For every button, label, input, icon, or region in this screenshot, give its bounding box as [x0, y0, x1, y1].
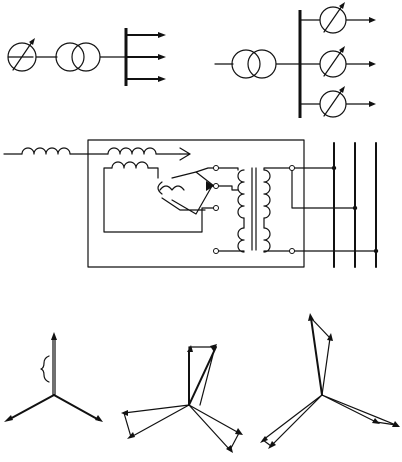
regulator-symbol — [7, 38, 37, 72]
phasor-arrow-icon — [268, 441, 276, 449]
terminal — [213, 248, 219, 254]
feeder-regulator-3 — [299, 86, 376, 118]
terminal — [289, 248, 295, 254]
winding-lead — [103, 167, 217, 233]
transformer-symbol — [231, 49, 277, 79]
phasor-a-resultant — [188, 346, 217, 406]
phasor-b-link — [262, 439, 272, 447]
arrowhead-icon — [339, 46, 345, 53]
regulator-arrow-icon — [323, 89, 343, 117]
series-coil-icon — [21, 147, 71, 155]
transformer-winding-1 — [55, 42, 85, 72]
secondary-winding-icon — [263, 169, 271, 219]
feeder-regulator-2 — [299, 46, 376, 78]
phasor-a-link — [310, 317, 331, 339]
phasor-c-shifted — [188, 404, 231, 451]
regulator-schematic — [3, 139, 379, 268]
transformer-winding-1 — [231, 49, 261, 79]
output-lead — [291, 170, 356, 209]
regulator-enclosure — [87, 139, 305, 268]
phasor-diagram-1 — [4, 332, 103, 422]
feeder-arrow-icon — [369, 101, 376, 107]
series-winding-icon — [107, 147, 157, 155]
phasor-c-link — [375, 421, 397, 426]
phasor-b-shifted — [130, 404, 190, 438]
phasor-b — [123, 404, 190, 414]
transformer-symbol — [55, 42, 101, 72]
regulator-arrow-icon — [323, 49, 343, 77]
primary-winding-icon — [237, 169, 245, 219]
primary-winding-icon — [237, 227, 245, 253]
regulator-arrow-icon — [12, 41, 33, 71]
terminal — [213, 165, 219, 171]
feeder-arrow-icon — [158, 54, 166, 60]
arrowhead-icon — [339, 2, 345, 9]
phasor-b — [7, 394, 55, 421]
winding-lead — [147, 167, 159, 179]
phasor-a-shifted — [321, 337, 331, 396]
rotor-lead — [161, 197, 206, 211]
feeder-arrow-icon — [158, 32, 166, 38]
top-right-one-line — [214, 2, 376, 118]
terminal — [289, 165, 295, 171]
secondary-winding-icon — [263, 227, 271, 253]
phasor-c — [188, 404, 240, 434]
phasor-arrow-icon — [210, 344, 217, 352]
phasor-diagram-3 — [260, 313, 400, 449]
regulation-range-brace — [40, 355, 50, 383]
phasor-arrow-icon — [327, 333, 333, 341]
phasor-c — [53, 394, 100, 421]
rotor-coil-icon — [157, 181, 163, 195]
phasor-b-link — [123, 412, 132, 438]
phasor-b — [262, 394, 323, 441]
feeder-arrow-icon — [369, 61, 376, 67]
winding-lead — [195, 167, 217, 173]
feeder-regulator-1 — [299, 2, 376, 34]
phasor-diagram-2 — [121, 344, 243, 453]
phasor-arrow-icon — [51, 332, 57, 340]
phasor-arrow-icon — [187, 345, 193, 352]
phasor-c — [321, 394, 397, 426]
rotor-lead — [171, 185, 213, 215]
top-left-one-line — [7, 28, 166, 86]
winding-lead — [263, 167, 290, 171]
winding-lead — [263, 250, 290, 253]
transformer-winding-2 — [247, 49, 277, 79]
phasor-c-link — [229, 432, 240, 451]
winding-lead — [218, 167, 239, 171]
exciting-winding-icon — [111, 161, 149, 169]
phasor-a — [310, 317, 323, 396]
phasor-c-shifted — [321, 394, 377, 423]
phasor-arrow-icon — [372, 418, 380, 424]
terminal — [213, 205, 219, 211]
phasor-arrow-icon — [95, 415, 103, 422]
terminal — [213, 183, 219, 189]
feeder-arrow-icon — [158, 76, 166, 82]
arrowhead-icon — [339, 86, 345, 93]
rotor-arrow-icon — [206, 181, 214, 191]
arrowhead-icon — [29, 38, 35, 45]
phasor-b-shifted — [270, 394, 323, 447]
winding-lead — [218, 185, 239, 191]
outgoing-feeders — [125, 32, 166, 82]
rotor-coil-icon — [159, 185, 185, 191]
phasor-arrow-icon — [235, 428, 243, 435]
transformer-winding-2 — [71, 42, 101, 72]
phasor-arrow-icon — [4, 415, 13, 422]
phasor-arrow-icon — [392, 421, 400, 427]
regulator-arrow-icon — [323, 5, 343, 33]
feeder-arrow-icon — [369, 17, 376, 23]
phasor-arrow-icon — [260, 436, 268, 443]
